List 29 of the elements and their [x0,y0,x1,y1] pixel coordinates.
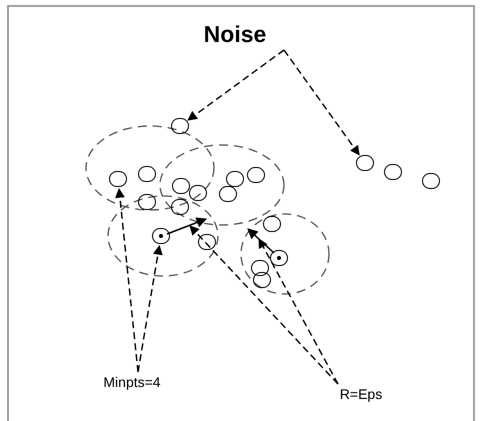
data-point [171,199,189,215]
data-point [198,234,216,250]
leader-arrow [283,50,360,156]
annotation-label: Minpts=4 [103,372,161,392]
data-point [171,118,189,134]
data-point [226,171,244,187]
leader-arrow [115,188,139,372]
data-point [109,171,127,187]
leader-arrow [258,238,339,384]
data-point [422,173,440,189]
data-point [356,155,374,171]
data-point [263,216,281,232]
data-point [138,194,156,210]
leader-arrow [189,225,339,384]
annotation-label: Noise [204,20,266,49]
data-point [253,272,271,288]
data-point [270,250,288,266]
data-point [152,228,170,244]
data-point [251,260,269,276]
leader-arrow [137,244,163,372]
leader-arrow [187,49,284,121]
data-point [138,166,156,182]
data-point [384,164,402,180]
data-point [189,185,207,201]
data-point [219,186,237,202]
radius-arrow [245,226,277,256]
data-point [172,178,190,194]
data-point [247,167,265,183]
annotation-label: R=Eps [340,384,382,404]
